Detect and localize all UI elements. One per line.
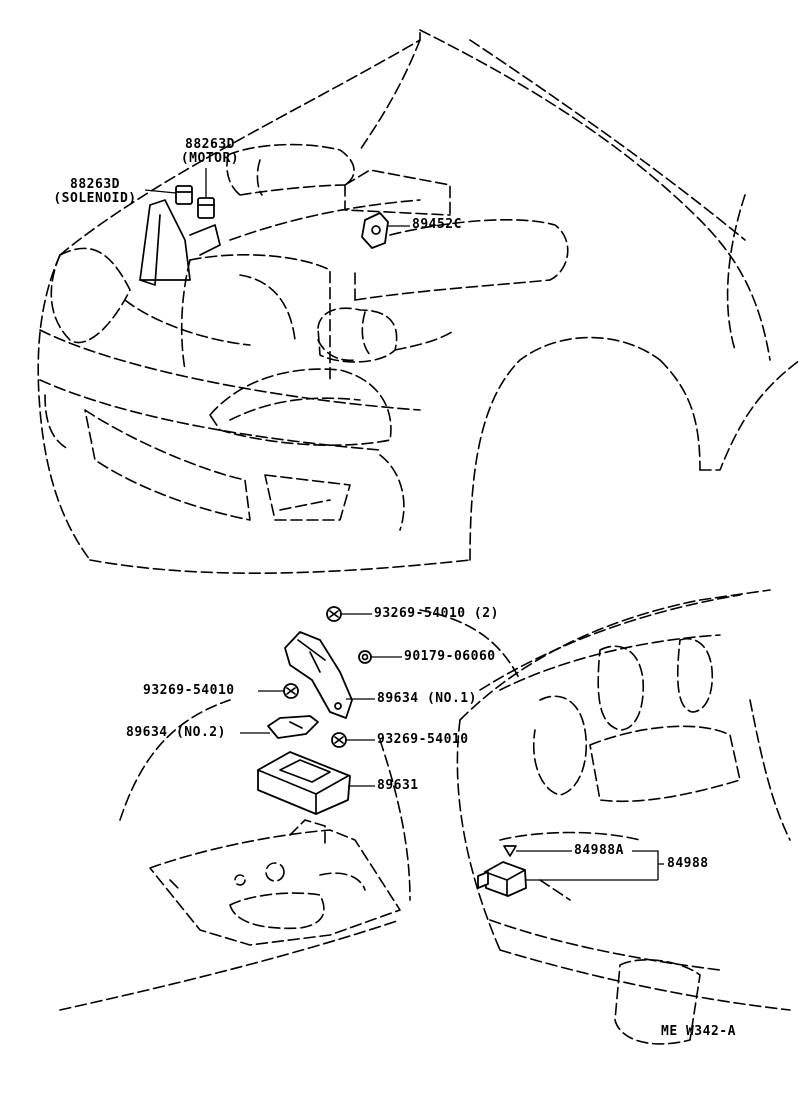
leader-solenoid [145, 190, 176, 193]
callout-bracket-no1: 89634 (NO.1) [377, 691, 477, 706]
bracket-no2-part [268, 716, 318, 738]
vehicle-front-view [38, 30, 800, 573]
callout-bracket-no2: 89634 (NO.2) [126, 725, 226, 740]
bracket-no1-part [285, 632, 352, 718]
solenoid-part-name: (SOLENOID) [53, 191, 137, 206]
clip-part [504, 846, 516, 856]
callout-bolt-left: 93269-54010 [143, 683, 235, 698]
callout-motor: 88263D (MOTOR) [170, 138, 250, 166]
diagram-code: ME W342-A [661, 1024, 736, 1039]
sensor-part [362, 213, 388, 248]
bolt-left-part [284, 684, 298, 698]
callout-switch: 84988 [667, 856, 709, 871]
callout-grommet: 90179-06060 [404, 649, 496, 664]
callout-bolt-mid: 93269-54010 [377, 732, 469, 747]
computer-part [258, 752, 350, 814]
solenoid-part [176, 186, 192, 204]
motor-part-number: 88263D [185, 137, 235, 152]
grommet-part [359, 651, 371, 663]
interior-view [60, 590, 790, 1044]
motor-part-name: (MOTOR) [180, 151, 240, 166]
switch-part [478, 862, 526, 896]
bolt-mid-part [332, 733, 346, 747]
callout-sensor: 89452C [412, 217, 462, 232]
leader-bracket-group [632, 851, 658, 880]
callout-computer: 89631 [377, 778, 419, 793]
callout-switch-sub: 84988A [574, 843, 624, 858]
callout-bolt-top: 93269-54010 (2) [374, 606, 499, 621]
motor-part [198, 198, 214, 218]
bolt-top-part [327, 607, 341, 621]
actuator-bracket [140, 200, 190, 280]
callout-solenoid: 88263D (SOLENOID) [40, 178, 150, 206]
solenoid-part-number: 88263D [70, 177, 120, 192]
